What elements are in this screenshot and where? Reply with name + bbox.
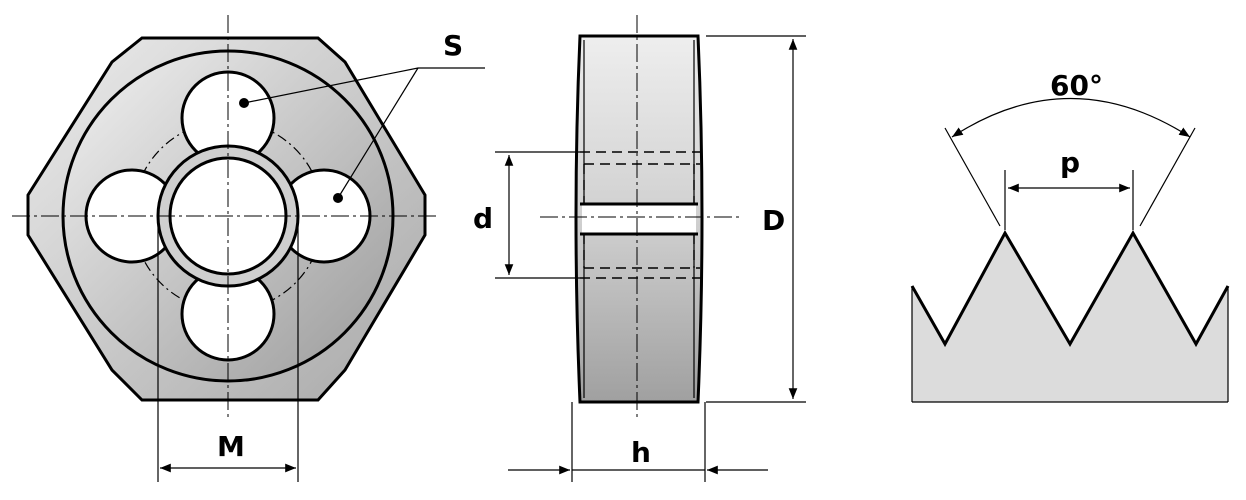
label-d-small: d <box>473 202 493 235</box>
thread-teeth <box>912 233 1228 402</box>
label-angle: 60° <box>1050 69 1103 102</box>
thread-profile: 60° p <box>910 69 1230 403</box>
angle-arc <box>951 98 1191 138</box>
label-p: p <box>1060 146 1080 179</box>
side-view: d D h <box>473 15 806 482</box>
bore-section <box>582 204 696 234</box>
label-d-large: D <box>762 204 785 237</box>
label-h: h <box>631 436 651 469</box>
label-m: M <box>217 430 245 463</box>
label-s: S <box>443 29 463 62</box>
front-view: S M <box>12 15 485 482</box>
